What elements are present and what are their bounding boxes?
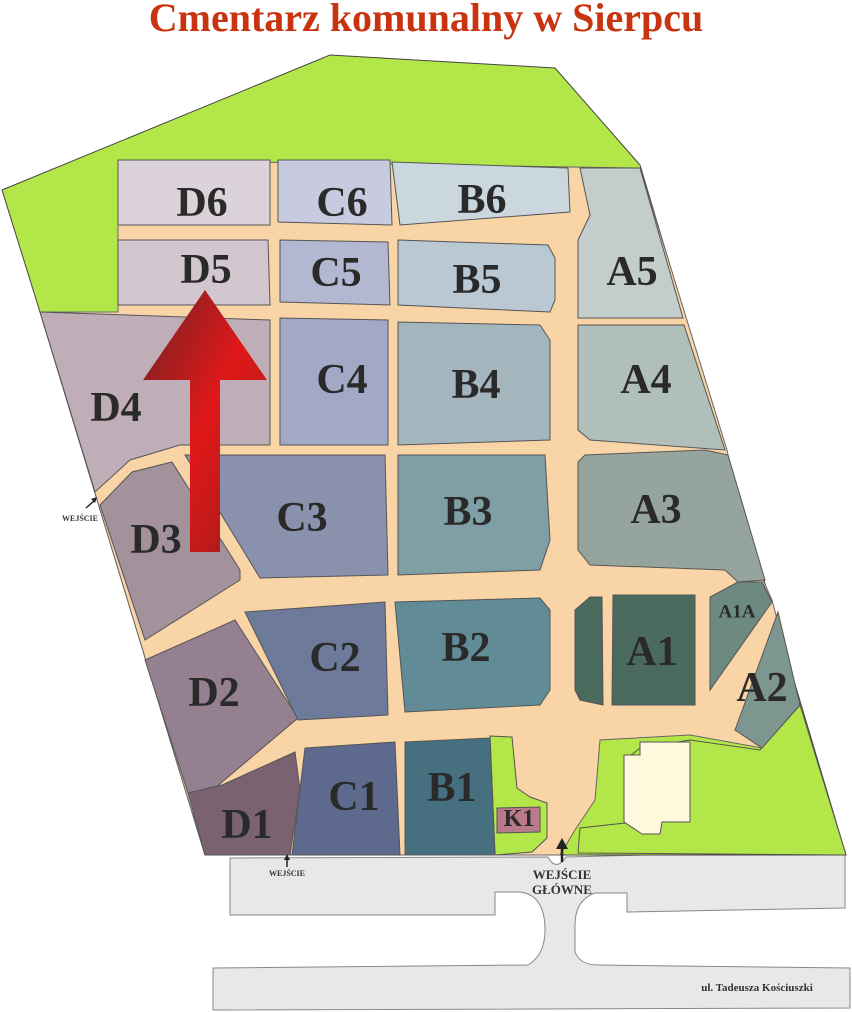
section-c6[interactable] [277, 159, 393, 226]
section-b1[interactable] [404, 737, 496, 856]
map-title: Cmentarz komunalny w Sierpcu [148, 0, 704, 40]
section-k1[interactable] [496, 806, 541, 834]
label-a1: A1 [626, 629, 677, 675]
label-d2: D2 [188, 670, 239, 716]
south-entrance-label: WEJŚCIE [269, 868, 305, 878]
section-c3[interactable] [184, 454, 389, 579]
section-a2[interactable] [734, 610, 801, 749]
south-entrance: WEJŚCIE [269, 854, 305, 878]
street [212, 849, 851, 1011]
section-c1[interactable] [291, 741, 401, 856]
label-a1a: A1A [719, 602, 756, 623]
section-a3[interactable] [577, 449, 766, 583]
section-a5[interactable] [577, 167, 684, 319]
section-b2[interactable] [394, 597, 551, 713]
section-c4[interactable] [279, 317, 389, 446]
section-b3[interactable] [397, 454, 551, 576]
label-d4: D4 [90, 385, 141, 431]
label-a2: A2 [736, 665, 787, 711]
label-b4: B4 [451, 362, 500, 408]
section-c2[interactable] [244, 601, 389, 721]
label-d6: D6 [176, 180, 227, 226]
west-entrance: WEJŚCIE [62, 497, 98, 523]
section-a4[interactable] [577, 324, 726, 451]
label-b5: B5 [452, 257, 501, 303]
label-c2: C2 [309, 635, 360, 681]
building [623, 741, 691, 835]
section-a1[interactable] [611, 594, 696, 706]
label-c3: C3 [276, 495, 327, 541]
label-a3: A3 [630, 487, 681, 533]
main-entrance: WEJŚCIE GŁÓWNE [532, 838, 592, 897]
label-c5: C5 [310, 250, 361, 296]
label-d3: D3 [130, 517, 181, 563]
section-d3[interactable] [99, 461, 241, 641]
section-a1-west[interactable] [574, 596, 604, 706]
section-b4[interactable] [397, 321, 551, 446]
label-a5: A5 [606, 249, 657, 295]
label-k1: K1 [504, 806, 535, 832]
label-b6: B6 [457, 177, 506, 223]
label-b2: B2 [441, 625, 490, 671]
section-d2[interactable] [144, 619, 299, 794]
section-c5[interactable] [279, 239, 391, 306]
street-name: ul. Tadeusza Kościuszki [701, 982, 813, 994]
label-c6: C6 [316, 180, 367, 226]
label-c4: C4 [316, 357, 367, 403]
direction-arrow-icon [143, 290, 267, 552]
main-entrance-label-line2: GŁÓWNE [532, 882, 592, 897]
section-d6[interactable] [117, 159, 271, 226]
label-a4: A4 [620, 357, 671, 403]
label-b1: B1 [427, 765, 476, 811]
label-b3: B3 [443, 489, 492, 535]
main-entrance-label-line1: WEJŚCIE [533, 867, 592, 882]
section-b5[interactable] [397, 239, 556, 313]
section-a1a[interactable] [709, 581, 773, 692]
section-b6[interactable] [391, 161, 571, 226]
label-d1: D1 [221, 802, 272, 848]
label-c1: C1 [328, 774, 379, 820]
west-entrance-label: WEJŚCIE [62, 513, 98, 523]
section-d5[interactable] [117, 239, 271, 306]
label-d5: D5 [180, 247, 231, 293]
